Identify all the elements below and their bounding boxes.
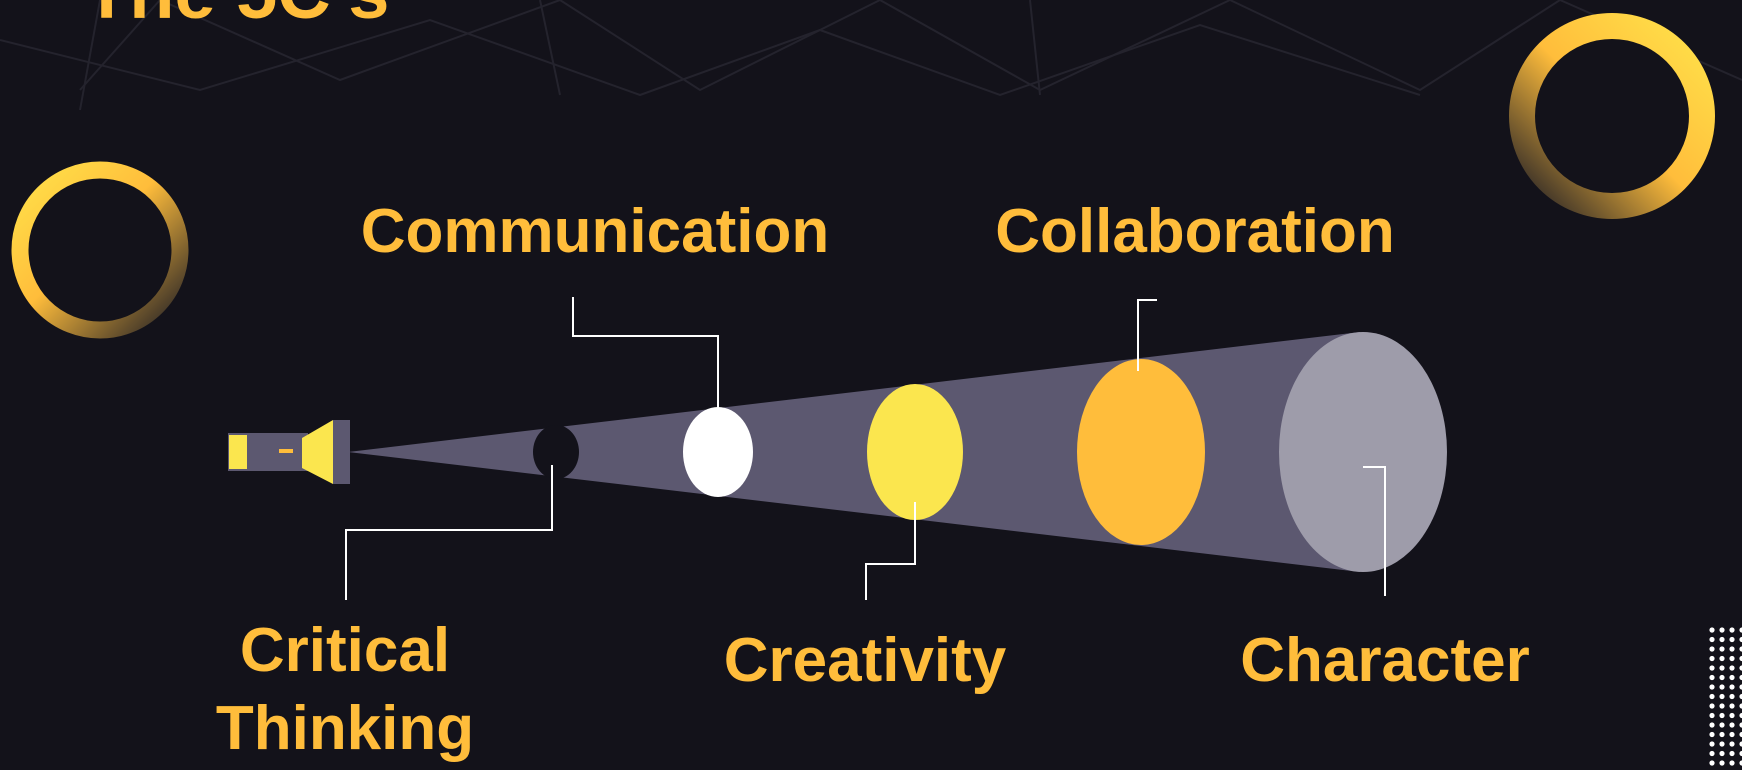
grid-dot (1719, 627, 1725, 633)
grid-dot (1729, 665, 1735, 671)
grid-dot (1719, 703, 1725, 709)
grid-dot (1729, 627, 1735, 633)
grid-dot (1729, 684, 1735, 690)
grid-dot (1739, 693, 1742, 700)
grid-dot (1739, 674, 1742, 681)
decorative-ring-right (1509, 13, 1715, 219)
grid-dot (1709, 627, 1715, 633)
grid-dot (1709, 655, 1715, 662)
critical-thinking-label: Critical Thinking (170, 612, 520, 768)
grid-dot (1739, 750, 1742, 757)
grid-dot (1709, 712, 1715, 719)
grid-dot (1739, 684, 1742, 690)
grid-dot (1739, 741, 1742, 747)
communication-leader-line (572, 297, 719, 410)
grid-dot (1719, 665, 1725, 671)
grid-dot (1719, 760, 1725, 766)
grid-dot (1729, 731, 1735, 738)
grid-dot (1719, 722, 1725, 728)
grid-dot (1729, 703, 1735, 709)
communication-ellipse (683, 407, 753, 497)
grid-dot (1729, 646, 1735, 652)
grid-dot (1719, 741, 1725, 747)
grid-dot (1729, 636, 1735, 643)
creativity-leader-line (865, 502, 916, 600)
flashlight-icon (228, 420, 350, 484)
grid-dot (1709, 665, 1715, 671)
grid-dot (1729, 741, 1735, 747)
grid-dot (1729, 655, 1735, 662)
grid-dot (1729, 674, 1735, 681)
collaboration-ellipse (1077, 359, 1205, 545)
grid-dot (1719, 655, 1725, 662)
grid-dot (1739, 712, 1742, 719)
collaboration-leader-line (1137, 299, 1157, 371)
grid-dot (1709, 741, 1715, 747)
grid-dot (1739, 760, 1742, 766)
grid-dot (1709, 684, 1715, 690)
critical-thinking-label-line-1: Critical (239, 616, 451, 685)
grid-dot (1709, 750, 1715, 757)
grid-dot (1709, 760, 1715, 766)
grid-dot (1719, 693, 1725, 700)
grid-dot (1729, 722, 1735, 728)
grid-dot (1739, 627, 1742, 633)
critical-thinking-leader-line (345, 465, 553, 600)
grid-dot (1719, 750, 1725, 757)
grid-dot (1709, 722, 1715, 728)
communication-label: Communication (360, 197, 830, 266)
grid-dot (1709, 703, 1715, 709)
critical-thinking-label-line-2: Thinking (215, 694, 475, 763)
creativity-ellipse (867, 384, 963, 520)
grid-dot (1729, 712, 1735, 719)
grid-dot (1739, 636, 1742, 643)
grid-dot (1719, 646, 1725, 652)
grid-dot (1729, 760, 1735, 766)
decorative-ring-left (11, 161, 189, 339)
grid-dot (1739, 731, 1742, 738)
grid-dot (1719, 636, 1725, 643)
dot-grid-decoration (1709, 627, 1742, 766)
grid-dot (1739, 655, 1742, 662)
grid-dot (1709, 731, 1715, 738)
page-title: The 5C's (84, 0, 389, 30)
grid-dot (1719, 684, 1725, 690)
light-beam (348, 332, 1360, 572)
grid-dot (1709, 674, 1715, 681)
grid-dot (1719, 731, 1725, 738)
background-web (0, 0, 1742, 111)
grid-dot (1709, 636, 1715, 643)
grid-dot (1729, 693, 1735, 700)
grid-dot (1739, 722, 1742, 728)
grid-dot (1719, 674, 1725, 681)
character-leader-line (1363, 466, 1386, 596)
grid-dot (1719, 712, 1725, 719)
grid-dot (1709, 646, 1715, 652)
grid-dot (1739, 703, 1742, 709)
critical-thinking-ellipse (533, 425, 579, 479)
grid-dot (1729, 750, 1735, 757)
grid-dot (1739, 665, 1742, 671)
grid-dot (1709, 693, 1715, 700)
character-label: Character (1240, 626, 1530, 695)
character-ellipse (1279, 332, 1447, 572)
creativity-label: Creativity (723, 626, 1007, 695)
grid-dot (1739, 646, 1742, 652)
collaboration-label: Collaboration (995, 197, 1395, 266)
